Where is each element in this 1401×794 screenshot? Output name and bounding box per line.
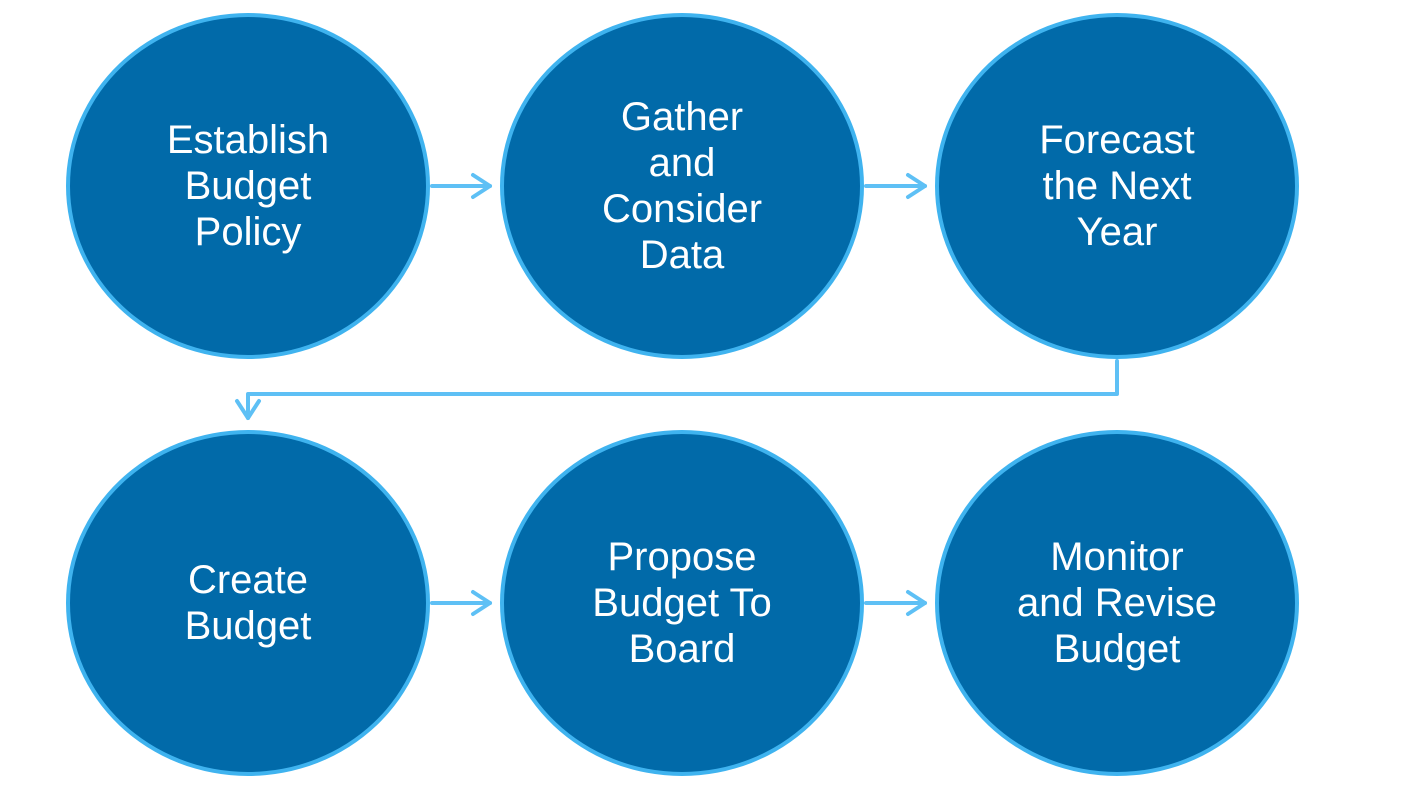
step-gather-and-consider-data: Gather and Consider Data — [500, 13, 864, 359]
step-label: Establish Budget Policy — [166, 118, 330, 254]
connector-arrow-2-to-3 — [864, 173, 927, 199]
step-label: Create Budget — [184, 558, 312, 648]
connector-arrow-5-to-6 — [864, 590, 927, 616]
connector-arrow-1-to-2 — [430, 173, 492, 199]
connector-arrow-3-to-4 — [235, 359, 1119, 420]
step-establish-budget-policy: Establish Budget Policy — [66, 13, 430, 359]
step-forecast-next-year: Forecast the Next Year — [935, 13, 1299, 359]
step-propose-budget-to-board: Propose Budget To Board — [500, 430, 864, 776]
step-monitor-and-revise-budget: Monitor and Revise Budget — [935, 430, 1299, 776]
step-label: Monitor and Revise Budget — [1016, 535, 1218, 671]
step-label: Propose Budget To Board — [592, 535, 772, 671]
step-label: Gather and Consider Data — [601, 95, 763, 277]
step-label: Forecast the Next Year — [1039, 118, 1195, 254]
connector-arrow-4-to-5 — [430, 590, 492, 616]
step-create-budget: Create Budget — [66, 430, 430, 776]
